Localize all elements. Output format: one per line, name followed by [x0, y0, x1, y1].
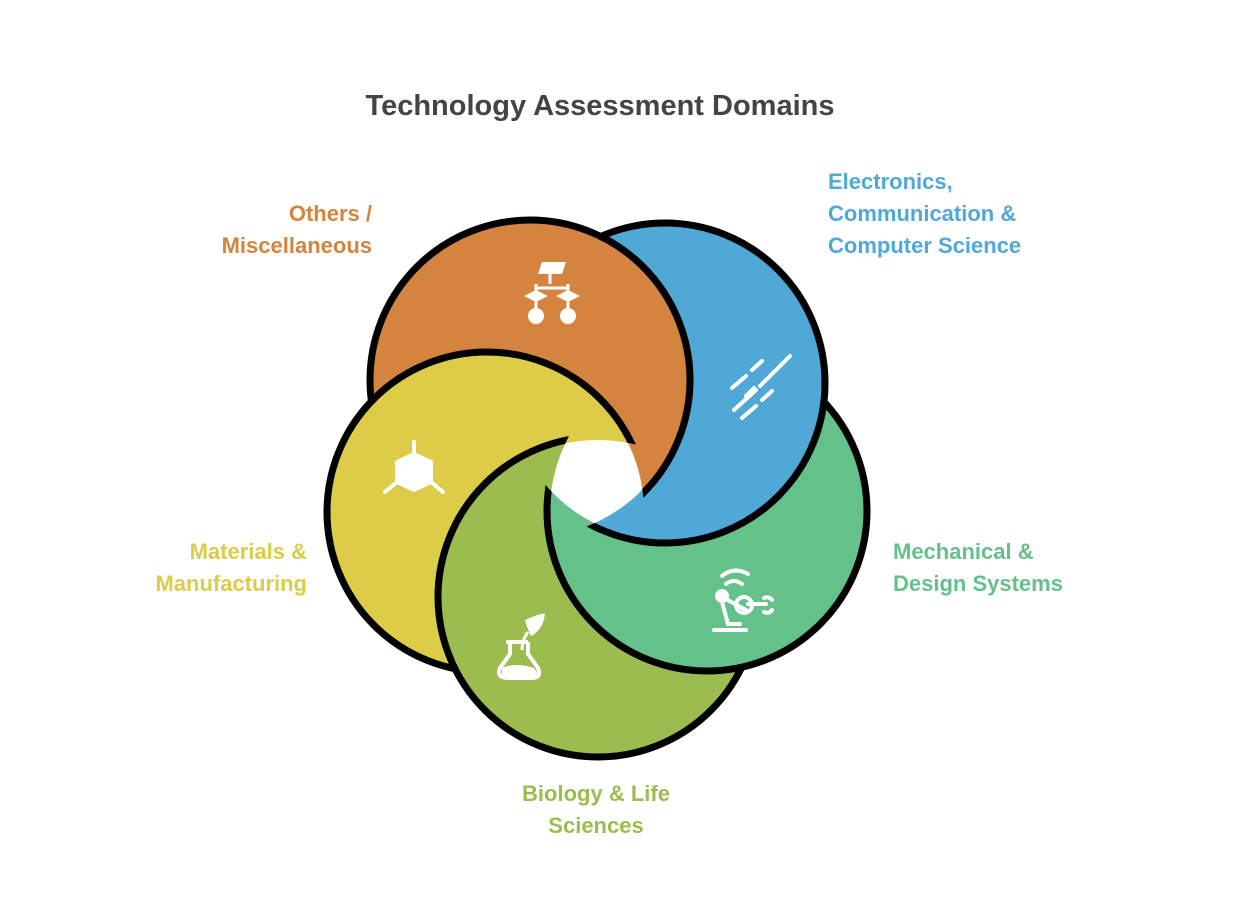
- circuit-connectors-icon: [730, 354, 792, 420]
- label-line: Electronics,: [828, 169, 953, 194]
- label-line: Computer Science: [828, 233, 1022, 258]
- cube-icon: [383, 440, 445, 494]
- hierarchy-icon: [524, 262, 580, 324]
- label-electronics: Electronics, Communication & Computer Sc…: [828, 166, 1021, 262]
- label-mechanical: Mechanical & Design Systems: [893, 536, 1063, 600]
- label-line: Manufacturing: [155, 571, 307, 596]
- robotic-arm-icon: [712, 568, 774, 632]
- outline-materials: [323, 348, 651, 676]
- label-line: Communication &: [828, 201, 1017, 226]
- label-line: Miscellaneous: [221, 233, 372, 258]
- outline-mechanical: [543, 347, 871, 675]
- label-materials: Materials & Manufacturing: [155, 536, 307, 600]
- diagram-title: Technology Assessment Domains: [365, 90, 835, 122]
- label-line: Design Systems: [893, 571, 1063, 596]
- outline-biology: [434, 433, 762, 761]
- outline-electronics: [501, 219, 829, 547]
- label-biology: Biology & Life Sciences: [446, 778, 746, 842]
- label-line: Others /: [288, 201, 372, 226]
- label-others: Others / Miscellaneous: [222, 198, 372, 262]
- label-line: Biology & Life: [522, 781, 670, 806]
- flask-leaf-icon: [497, 613, 545, 680]
- label-line: Sciences: [548, 813, 644, 838]
- segment-outlines: [323, 216, 871, 761]
- label-line: Mechanical &: [893, 539, 1034, 564]
- segment-fills: [327, 220, 867, 757]
- outline-others: [366, 216, 694, 544]
- label-line: Materials &: [189, 539, 307, 564]
